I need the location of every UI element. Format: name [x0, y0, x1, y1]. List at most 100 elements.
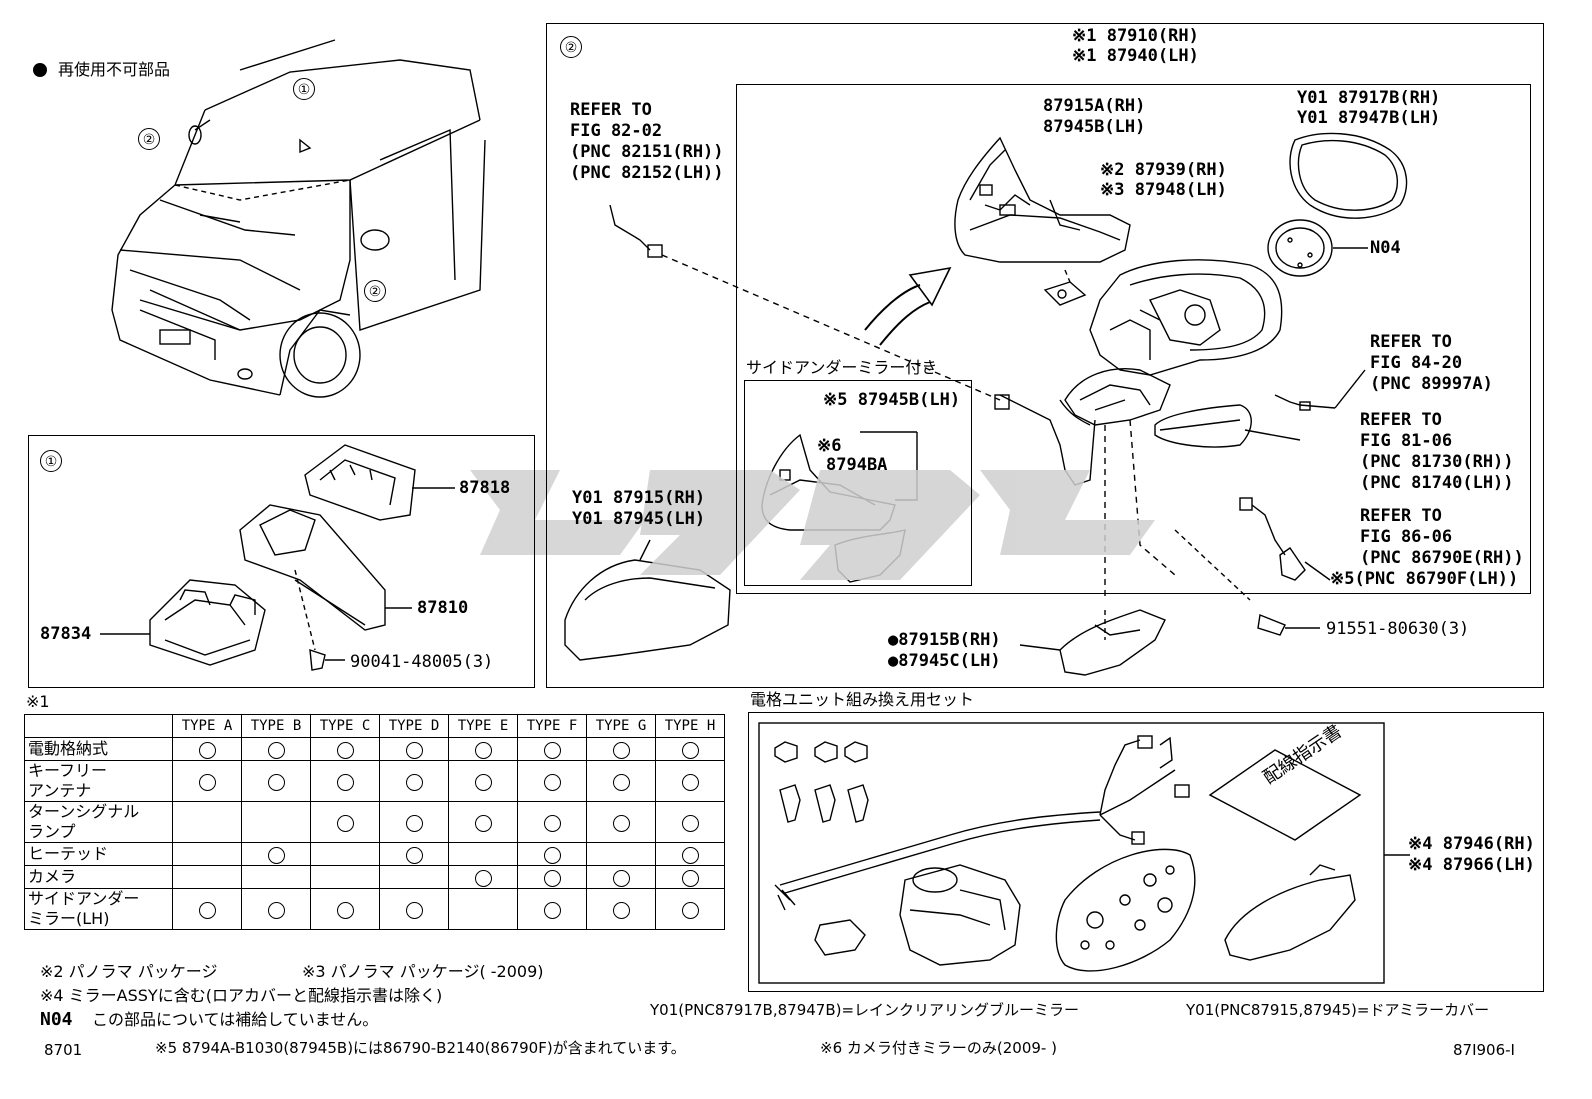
table-cell: [241, 842, 311, 866]
table-row-label: カメラ: [24, 865, 173, 889]
note-3: ※3 パノラマ パッケージ( -2009): [302, 962, 544, 981]
watermark: [470, 470, 1155, 580]
refer-81-l3: (PNC 81730(RH)): [1360, 452, 1514, 472]
table-row: キーフリー アンテナ: [24, 760, 725, 802]
part-87945-cover-lh[interactable]: Y01 87945(LH): [572, 509, 706, 529]
table-cell: [655, 888, 725, 930]
sub-box-frame: [744, 380, 972, 586]
sub-box-title: サイドアンダーミラー付き: [746, 358, 938, 377]
panel-2-frame: [546, 23, 1544, 688]
table-cell: [448, 842, 518, 866]
part-87910-rh[interactable]: ※1 87910(RH): [1072, 26, 1199, 46]
part-87966-lh[interactable]: ※4 87966(LH): [1408, 855, 1535, 875]
legend-text: 再使用不可部品: [58, 60, 171, 79]
refer-82-l2[interactable]: FIG 82-02: [570, 121, 663, 141]
applicable-mark: [336, 814, 354, 832]
refer-84-l1: REFER TO: [1370, 332, 1452, 352]
table-cell: [586, 842, 656, 866]
table-cell: [586, 737, 656, 761]
part-87810[interactable]: 87810: [417, 598, 469, 618]
part-87945b-lh[interactable]: 87945B(LH): [1043, 117, 1146, 137]
table-marker: ※1: [26, 692, 50, 711]
table-cell: [448, 760, 518, 802]
table-cell: [448, 865, 518, 889]
refer-86-l2[interactable]: FIG 86-06: [1360, 527, 1453, 547]
assembly-frame: [736, 84, 1531, 594]
refer-86-l4: ※5(PNC 86790F(LH)): [1330, 569, 1519, 589]
part-87915b-rh[interactable]: ●87915B(RH): [888, 630, 1001, 650]
panel-3-frame: [748, 712, 1544, 992]
applicable-mark: [267, 846, 285, 864]
callout-2-car-right[interactable]: ②: [364, 280, 386, 302]
table-cell: [586, 888, 656, 930]
part-87939-rh[interactable]: ※2 87939(RH): [1100, 160, 1227, 180]
callout-1-car[interactable]: ①: [293, 78, 315, 100]
part-screw-90041[interactable]: 90041-48005(3): [350, 652, 494, 672]
table-cell: [310, 737, 380, 761]
refer-82-l3: (PNC 82151(RH)): [570, 142, 724, 162]
table-row: ターンシグナル ランプ: [24, 801, 725, 843]
table-cell: [517, 865, 587, 889]
table-cell: [241, 888, 311, 930]
applicable-mark: [267, 741, 285, 759]
part-87915a-rh[interactable]: 87915A(RH): [1043, 96, 1146, 116]
applicable-mark: [198, 901, 216, 919]
table-cell: [379, 842, 449, 866]
table-body: 電動格納式キーフリー アンテナターンシグナル ランプヒーテッドカメラサイドアンダ…: [24, 737, 725, 930]
col-type-f: TYPE F: [517, 714, 587, 738]
table-cell: [310, 760, 380, 802]
table-cell: [172, 801, 242, 843]
part-87946-rh[interactable]: ※4 87946(RH): [1408, 834, 1535, 854]
col-type-g: TYPE G: [586, 714, 656, 738]
part-87945c-lh[interactable]: ●87945C(LH): [888, 651, 1001, 671]
part-87947b-lh[interactable]: Y01 87947B(LH): [1297, 108, 1441, 128]
applicable-mark: [336, 741, 354, 759]
panel-1-frame: [28, 435, 535, 688]
part-87948-lh[interactable]: ※3 87948(LH): [1100, 180, 1227, 200]
applicable-mark: [474, 741, 492, 759]
table-cell: [517, 737, 587, 761]
applicable-mark: [474, 814, 492, 832]
refer-81-l2[interactable]: FIG 81-06: [1360, 431, 1453, 451]
table-header-row: TYPE A TYPE B TYPE C TYPE D TYPE E TYPE …: [24, 714, 725, 738]
applicable-mark: [543, 846, 561, 864]
applicable-mark: [405, 773, 423, 791]
col-type-a: TYPE A: [172, 714, 242, 738]
part-screw-91551[interactable]: 91551-80630(3): [1326, 619, 1470, 639]
table-cell: [241, 760, 311, 802]
panel-2-callout: ②: [560, 36, 582, 58]
part-87945b-sub[interactable]: ※5 87945B(LH): [823, 390, 961, 410]
part-n04[interactable]: N04: [1370, 238, 1401, 258]
refer-86-l1: REFER TO: [1360, 506, 1442, 526]
part-87834[interactable]: 87834: [40, 624, 92, 644]
table-cell: [655, 737, 725, 761]
table-cell: [172, 737, 242, 761]
part-8794ba[interactable]: 8794BA: [826, 455, 888, 475]
table-cell: [517, 760, 587, 802]
part-87818[interactable]: 87818: [459, 478, 511, 498]
part-87917b-rh[interactable]: Y01 87917B(RH): [1297, 88, 1441, 108]
part-87940-lh[interactable]: ※1 87940(LH): [1072, 46, 1199, 66]
applicable-mark: [474, 869, 492, 887]
part-87915-cover-rh[interactable]: Y01 87915(RH): [572, 488, 706, 508]
applicable-mark: [336, 901, 354, 919]
applicable-mark: [543, 814, 561, 832]
spec-table: TYPE A TYPE B TYPE C TYPE D TYPE E TYPE …: [24, 714, 725, 930]
applicable-mark: [405, 901, 423, 919]
applicable-mark: [543, 741, 561, 759]
applicable-mark: [612, 773, 630, 791]
table-cell: [172, 760, 242, 802]
panel-3-title: 電格ユニット組み換え用セット: [750, 690, 975, 709]
table-row: 電動格納式: [24, 737, 725, 761]
table-cell: [241, 801, 311, 843]
applicable-mark: [612, 901, 630, 919]
callout-2-car-left[interactable]: ②: [138, 128, 160, 150]
refer-82-l4: (PNC 82152(LH)): [570, 163, 724, 183]
applicable-mark: [612, 741, 630, 759]
table-cell: [448, 888, 518, 930]
table-row-label: ターンシグナル ランプ: [24, 801, 173, 843]
figure-code: 87I906-I: [1453, 1041, 1515, 1059]
note-5: ※5 8794A-B1030(87945B)には86790-B2140(8679…: [155, 1039, 686, 1057]
refer-84-l2[interactable]: FIG 84-20: [1370, 353, 1463, 373]
